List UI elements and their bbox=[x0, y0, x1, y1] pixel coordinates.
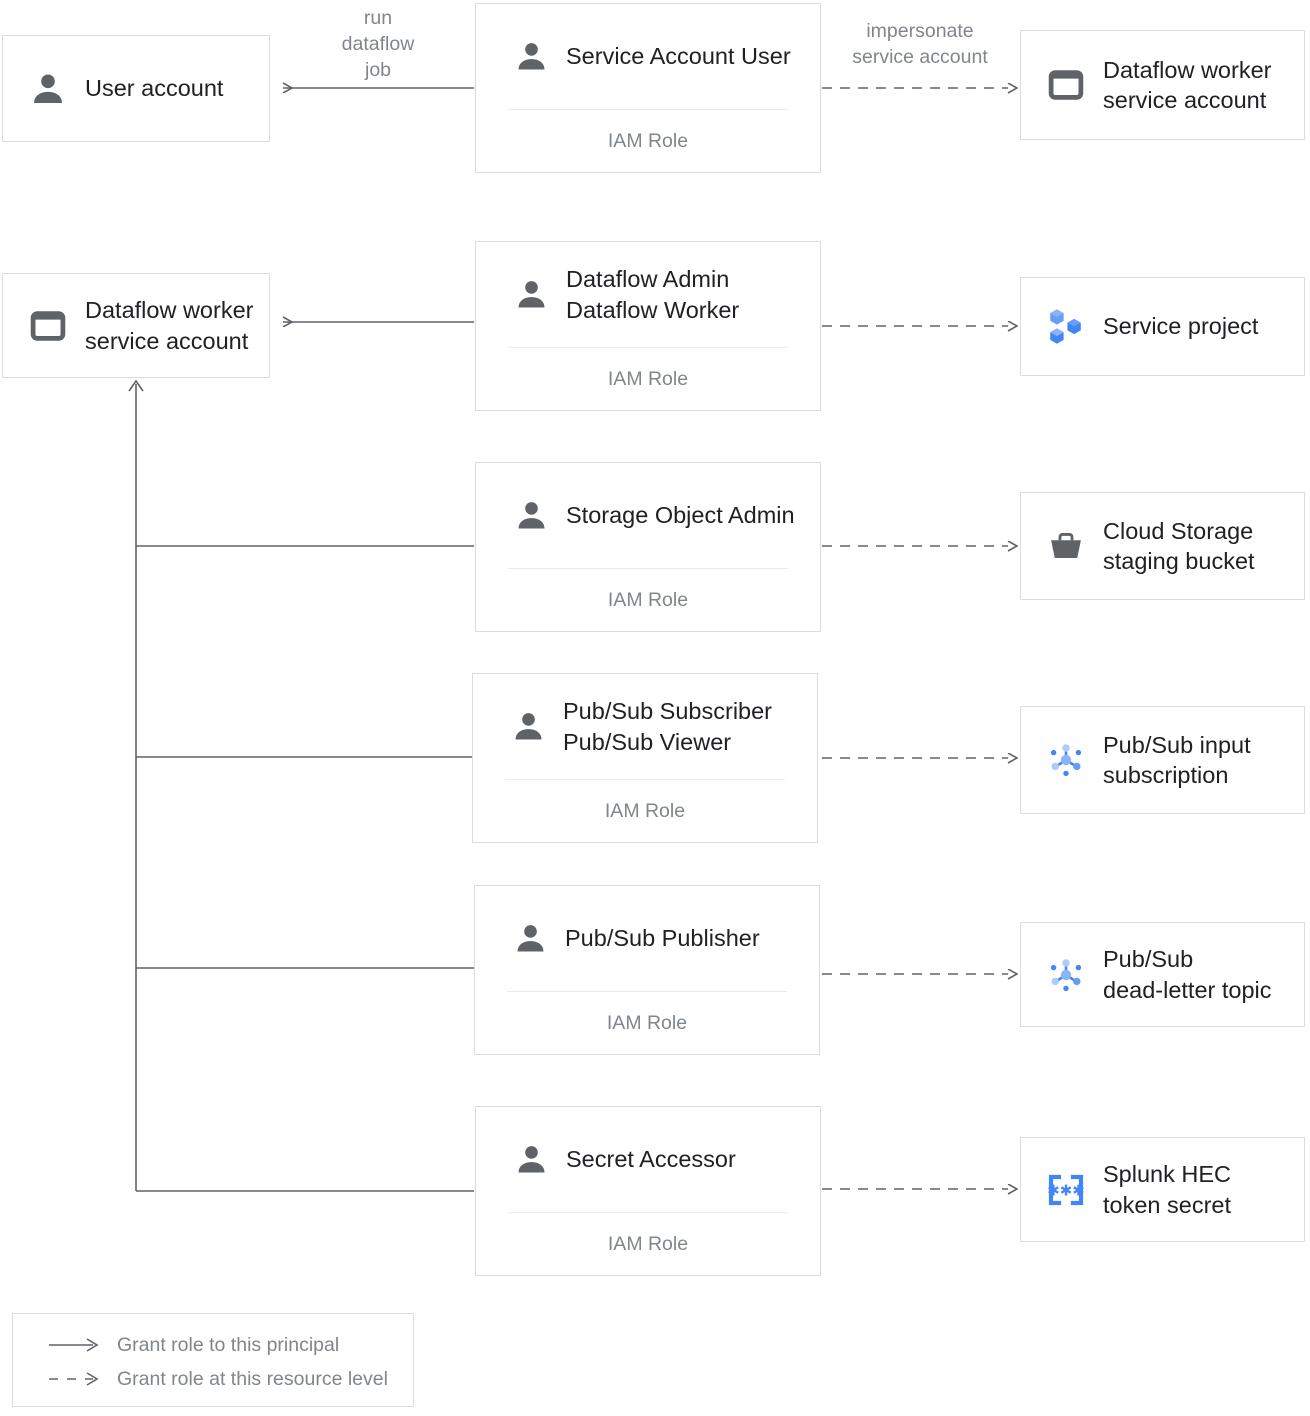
role-card-footer: IAM Role bbox=[607, 129, 689, 152]
person-icon bbox=[510, 36, 552, 78]
role-card-divider bbox=[508, 1212, 788, 1213]
role-card-divider bbox=[508, 568, 788, 569]
role-card-footer: IAM Role bbox=[607, 367, 689, 390]
resource-pubsub-input-subscription[interactable]: Pub/Sub input subscription bbox=[1020, 706, 1305, 814]
person-icon bbox=[509, 918, 551, 960]
pubsub-icon bbox=[1043, 737, 1089, 783]
svg-text:✱✱✱: ✱✱✱ bbox=[1047, 1182, 1085, 1199]
role-card-header: Pub/Sub Subscriber Pub/Sub Viewer bbox=[473, 674, 817, 779]
role-card-roles: Storage Object Admin bbox=[566, 502, 795, 529]
resource-label: Service project bbox=[1103, 313, 1259, 340]
secret-manager-icon: ✱✱✱ bbox=[1043, 1167, 1089, 1213]
role-card-roles: Secret Accessor bbox=[566, 1146, 736, 1173]
principal-user-account[interactable]: User account bbox=[2, 35, 270, 142]
resource-label: Pub/Sub dead-letter topic bbox=[1103, 946, 1272, 1003]
role-card-header: Secret Accessor bbox=[476, 1107, 820, 1212]
edge-label-impersonate-service-account: impersonate service account bbox=[852, 20, 988, 68]
person-icon bbox=[507, 706, 549, 748]
legend-item-label: Grant role to this principal bbox=[117, 1333, 340, 1356]
legend-item-grant-role-at-resource-level: Grant role at this resource level bbox=[13, 1362, 413, 1396]
principal-label: Dataflow worker service account bbox=[85, 297, 254, 354]
service-account-icon bbox=[25, 303, 71, 349]
legend-item-label: Grant role at this resource level bbox=[117, 1367, 388, 1390]
role-card-divider bbox=[505, 779, 785, 780]
role-card-footer: IAM Role bbox=[607, 588, 689, 611]
role-card-service-account-user[interactable]: Service Account User IAM Role bbox=[475, 3, 821, 173]
person-icon bbox=[510, 1139, 552, 1181]
resource-label: Splunk HEC token secret bbox=[1103, 1161, 1232, 1218]
role-card-header: Pub/Sub Publisher bbox=[475, 886, 819, 991]
principal-dataflow-worker-service-account[interactable]: Dataflow worker service account bbox=[2, 273, 270, 378]
edge-bus-to-dataflow-worker-sa bbox=[128, 379, 144, 1191]
principal-label: User account bbox=[85, 75, 224, 102]
person-icon bbox=[25, 66, 71, 112]
resource-label: Dataflow worker service account bbox=[1103, 56, 1272, 113]
resource-label: Cloud Storage staging bucket bbox=[1103, 517, 1255, 574]
role-card-divider bbox=[508, 347, 788, 348]
role-card-footer: IAM Role bbox=[604, 799, 686, 822]
solid-arrow-icon bbox=[47, 1335, 105, 1355]
role-card-header: Dataflow Admin Dataflow Worker bbox=[476, 242, 820, 347]
resource-service-project[interactable]: Service project bbox=[1020, 277, 1305, 376]
legend: Grant role to this principal Grant role … bbox=[12, 1313, 414, 1407]
role-card-footer: IAM Role bbox=[607, 1232, 689, 1255]
role-card-divider bbox=[508, 109, 788, 110]
role-card-header: Service Account User bbox=[476, 4, 820, 109]
role-card-secret-accessor[interactable]: Secret Accessor IAM Role bbox=[475, 1106, 821, 1276]
pubsub-icon bbox=[1043, 952, 1089, 998]
service-account-icon bbox=[1043, 62, 1089, 108]
resource-pubsub-dead-letter-topic[interactable]: Pub/Sub dead-letter topic bbox=[1020, 922, 1305, 1027]
role-card-storage-object-admin[interactable]: Storage Object Admin IAM Role bbox=[475, 462, 821, 632]
role-card-footer: IAM Role bbox=[606, 1011, 688, 1034]
role-card-header: Storage Object Admin bbox=[476, 463, 820, 568]
role-card-roles: Pub/Sub Subscriber Pub/Sub Viewer bbox=[563, 698, 773, 755]
role-card-roles: Service Account User bbox=[566, 43, 791, 70]
role-card-dataflow-admin-worker[interactable]: Dataflow Admin Dataflow Worker IAM Role bbox=[475, 241, 821, 411]
resource-splunk-hec-token-secret[interactable]: ✱✱✱ Splunk HEC token secret bbox=[1020, 1137, 1305, 1242]
edge-label-run-dataflow-job: run dataflow job bbox=[341, 7, 415, 81]
role-card-pubsub-publisher[interactable]: Pub/Sub Publisher IAM Role bbox=[474, 885, 820, 1055]
role-card-roles: Pub/Sub Publisher bbox=[565, 925, 760, 952]
cloud-storage-icon bbox=[1043, 523, 1089, 569]
person-icon bbox=[510, 495, 552, 537]
resource-dataflow-worker-service-account[interactable]: Dataflow worker service account bbox=[1020, 30, 1305, 140]
role-card-roles: Dataflow Admin Dataflow Worker bbox=[566, 266, 740, 323]
role-card-pubsub-subscriber-viewer[interactable]: Pub/Sub Subscriber Pub/Sub Viewer IAM Ro… bbox=[472, 673, 818, 843]
dashed-arrow-icon bbox=[47, 1369, 105, 1389]
resource-label: Pub/Sub input subscription bbox=[1103, 731, 1251, 788]
person-icon bbox=[510, 274, 552, 316]
resource-cloud-storage-staging-bucket[interactable]: Cloud Storage staging bucket bbox=[1020, 492, 1305, 600]
role-card-divider bbox=[507, 991, 787, 992]
project-icon bbox=[1043, 304, 1089, 350]
legend-item-grant-role-to-principal: Grant role to this principal bbox=[13, 1328, 413, 1362]
